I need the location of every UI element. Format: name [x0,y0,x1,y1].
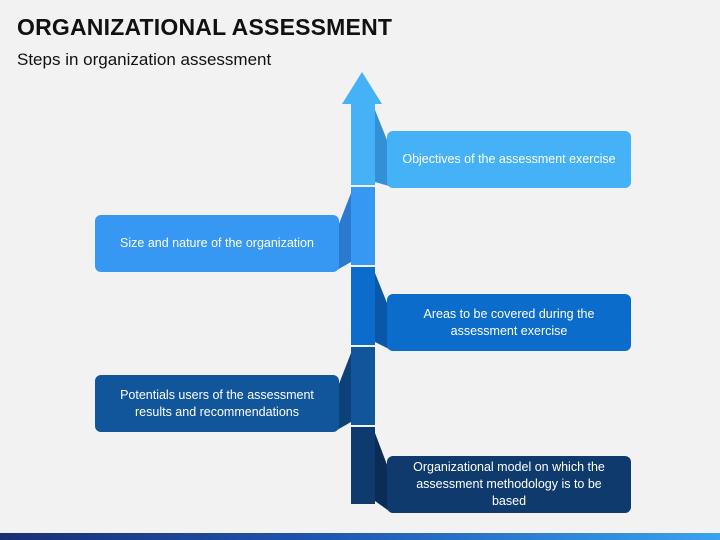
step-text: Size and nature of the organization [120,236,314,250]
step-box: Organizational model on which the assess… [387,456,631,513]
connector-tab [337,353,351,430]
arrow-segment [351,104,375,185]
connector-tab [375,273,389,349]
connector-tab [375,110,389,186]
step-text: Potentials users of the assessment resul… [120,387,314,419]
step-text: Organizational model on which the assess… [413,460,605,508]
arrow-segment [351,187,375,265]
connector-tab [337,193,351,270]
step-box: Areas to be covered during the assessmen… [387,294,631,351]
step-box: Size and nature of the organization [95,215,339,272]
step-box: Potentials users of the assessment resul… [95,375,339,432]
slide-subtitle: Steps in organization assessment [17,50,272,69]
arrow-segment [351,267,375,345]
arrow-segment [351,427,375,504]
step-text: Objectives of the assessment exercise [402,152,616,166]
slide-title: ORGANIZATIONAL ASSESSMENT [17,14,393,40]
arrow-segment [351,347,375,425]
connector-tab [375,433,389,511]
step-text: Areas to be covered during the assessmen… [423,306,595,338]
bottom-accent-bar [0,533,720,540]
step-box: Objectives of the assessment exercise [387,131,631,188]
